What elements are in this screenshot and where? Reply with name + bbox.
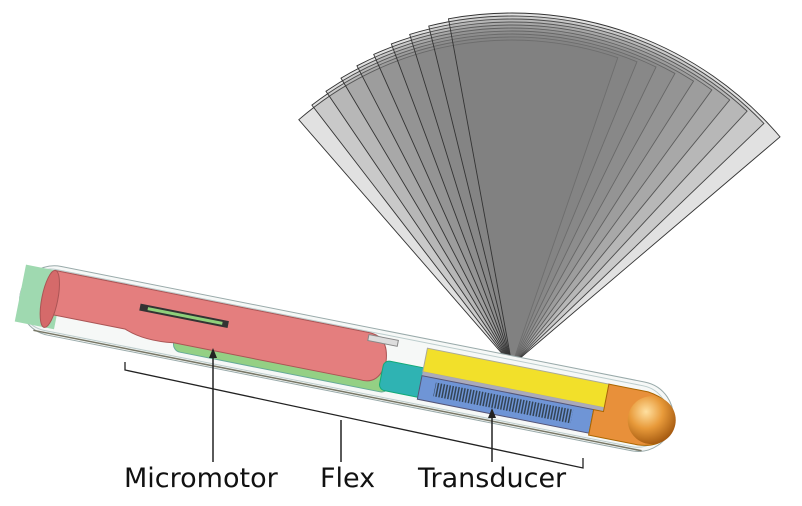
- ultrasound-imaging-fan: [298, 12, 781, 366]
- imaging-plane: [340, 30, 676, 366]
- motor-visible: [147, 307, 223, 325]
- imaging-plane: [325, 33, 657, 366]
- backing-plate: [421, 371, 605, 412]
- imaging-plane: [373, 24, 713, 366]
- label-flex: Flex: [320, 463, 376, 494]
- array-elements: [433, 382, 574, 424]
- imaging-plane: [356, 27, 695, 366]
- catheter: [14, 264, 676, 452]
- transducer-arrow-icon: [488, 408, 496, 418]
- micromotor-arrow-icon: [209, 348, 217, 358]
- flex-circuit: [33, 329, 642, 452]
- imaging-plane: [409, 18, 748, 366]
- rod: [367, 333, 399, 347]
- imaging-plane: [428, 15, 765, 366]
- housing-end: [39, 269, 60, 328]
- imaging-plane: [390, 21, 731, 366]
- imaging-plane: [311, 36, 638, 366]
- tip-dome: [627, 396, 676, 445]
- label-transducer: Transducer: [418, 463, 567, 494]
- length-bracket: [124, 362, 584, 469]
- imaging-plane: [447, 12, 781, 366]
- label-micromotor: Micromotor: [124, 463, 278, 494]
- imaging-plane: [298, 39, 619, 366]
